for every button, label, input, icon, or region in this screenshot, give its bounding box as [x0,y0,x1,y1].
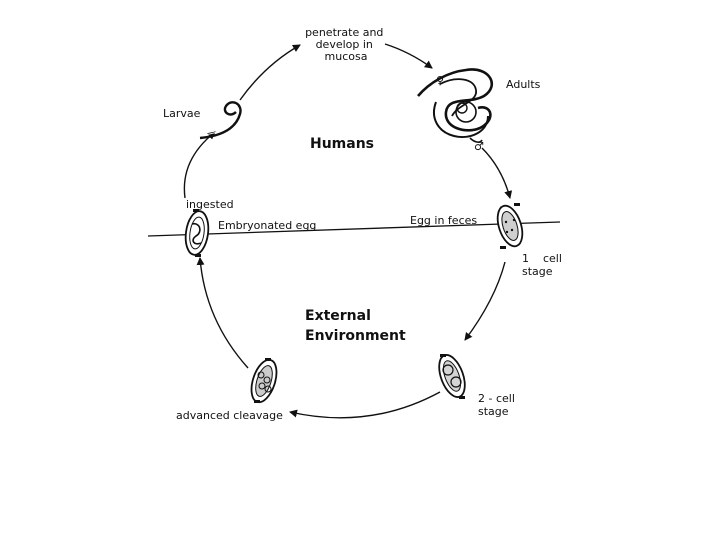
adult-worms-illustration [417,68,494,143]
larvae-label: Larvae [163,107,201,120]
penetrate-label: penetrate and develop in mucosa [305,26,387,63]
larva-illustration [199,101,242,140]
advanced-cleavage-egg-illustration [250,358,278,404]
embryonated-egg-label: Embryonated egg [218,219,316,232]
egg-in-feces-label: Egg in feces [410,214,477,227]
two-cell-stage-label: 2 - cell stage [478,392,518,418]
arrow-advanced-to-embryonated [196,257,249,369]
arrow-adults-to-feces [481,147,513,199]
advanced-cleavage-label: advanced cleavage [176,409,283,422]
egg-in-feces-illustration [496,203,524,249]
one-cell-stage-label: 1 cell stage [522,252,565,278]
embryonated-egg-illustration [184,209,210,257]
ingested-label: ingested [186,198,234,211]
male-symbol: ♂ [474,140,484,153]
humans-label: Humans [310,136,374,152]
external-environment-label: External Environment [305,308,406,344]
arrow-twocell-to-advanced [289,391,441,419]
environment-divider-line [147,221,561,237]
arrow-onecell-to-twocell [464,261,506,341]
arrow-larvae-to-mucosa [239,44,301,101]
female-symbol: ♀ [436,74,444,87]
two-cell-egg-illustration [438,354,466,399]
arrow-penetrate-to-adults [384,43,433,69]
arrow-ingested-to-larvae [183,131,216,199]
adults-label: Adults [506,78,541,91]
